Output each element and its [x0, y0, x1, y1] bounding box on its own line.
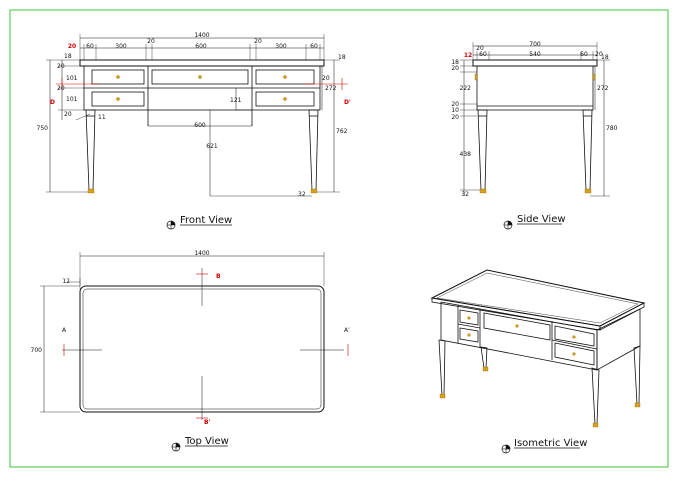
side-view — [460, 42, 610, 197]
side-dim-seg-4: 60 — [580, 51, 588, 58]
side-dim-left-3: 222 — [460, 85, 472, 92]
isometric-hardware — [439, 316, 641, 428]
side-dim-seg-2: 60 — [479, 51, 487, 58]
front-dim-left-2: 20 — [57, 63, 65, 70]
front-dim-seg-1: 60 — [86, 43, 94, 50]
side-dim-left-4: 20 — [451, 101, 459, 108]
side-dim-right-total: 780 — [606, 125, 618, 132]
iso-view-title: Isometric View — [514, 438, 587, 449]
side-dim-left-2: 20 — [451, 65, 459, 72]
iso-title-group: Isometric View — [501, 438, 587, 454]
side-dim-left-5: 10 — [451, 107, 459, 114]
side-title-group: Side View — [503, 214, 566, 230]
front-dim-right-small: 18 — [338, 54, 346, 61]
side-dim-seg-5: 20 — [595, 51, 603, 58]
view-marker-icon — [171, 442, 181, 452]
top-view — [40, 252, 344, 420]
front-dim-seg-6: 300 — [275, 43, 287, 50]
side-hardware — [474, 73, 596, 194]
side-dim-left-7: 438 — [460, 151, 472, 158]
front-view — [46, 34, 340, 197]
top-section-a: A — [62, 327, 67, 334]
view-marker-icon — [503, 220, 513, 230]
front-dim-seg-7: 60 — [310, 43, 318, 50]
front-dim-600: 600 — [194, 122, 206, 129]
top-view-title: Top View — [184, 436, 229, 447]
front-dim-121: 121 — [230, 97, 242, 104]
side-dim-seg-3: 540 — [529, 51, 541, 58]
front-section-label-d-prime: D' — [344, 99, 351, 106]
side-dim-left-6: 20 — [451, 114, 459, 121]
top-section-b: B — [216, 273, 221, 280]
front-dim-seg-4: 600 — [195, 43, 207, 50]
front-section-label-d: D — [50, 99, 55, 106]
front-hardware — [87, 75, 318, 194]
front-title-group: Front View — [166, 215, 232, 230]
front-dim-seg-2: 300 — [115, 43, 127, 50]
top-dim-offset: 12 — [62, 278, 70, 285]
isometric-view — [430, 269, 646, 425]
top-section-marks — [63, 273, 349, 419]
front-dim-overall: 1400 — [194, 32, 209, 39]
side-view-title: Side View — [517, 214, 566, 225]
front-dim-left-4: 20 — [57, 85, 65, 92]
front-dim-621: 621 — [206, 143, 218, 150]
side-dim-right-272: 272 — [597, 85, 609, 92]
side-dim-overall: 700 — [529, 41, 541, 48]
front-dim-left-1: 18 — [64, 53, 72, 60]
view-marker-icon — [166, 220, 176, 230]
side-dim-left-1: 18 — [451, 59, 459, 66]
front-dim-seg-5: 20 — [254, 38, 262, 45]
front-dim-left-6: 20 — [64, 111, 72, 118]
front-dim-left-total: 750 — [37, 125, 49, 132]
front-dim-right-total: 762 — [336, 128, 348, 135]
front-dim-left-3: 101 — [66, 75, 78, 82]
front-dim-red: 20 — [68, 43, 76, 50]
front-section-lines — [56, 78, 348, 90]
view-marker-icon — [501, 444, 511, 454]
front-dim-left-5: 101 — [66, 96, 78, 103]
side-dim-right-small: 18 — [601, 54, 609, 61]
front-view-title: Front View — [180, 215, 232, 226]
top-section-a-prime: A' — [344, 327, 350, 334]
front-dim-32: 32 — [298, 191, 306, 198]
side-dim-seg-1: 20 — [476, 45, 484, 52]
side-dim-left-8: 32 — [461, 191, 469, 198]
sheet-border — [9, 9, 669, 468]
top-title-group: Top View — [171, 436, 229, 452]
top-section-b-prime: B' — [204, 419, 211, 426]
top-dim-width: 1400 — [194, 250, 209, 257]
top-dim-depth: 700 — [31, 347, 43, 354]
front-dim-11: 11 — [98, 114, 106, 121]
front-dim-right-272: 272 — [325, 85, 337, 92]
side-dim-red: 12 — [464, 52, 472, 59]
front-dim-right-20: 20 — [322, 75, 330, 82]
front-dim-seg-3: 20 — [147, 38, 155, 45]
